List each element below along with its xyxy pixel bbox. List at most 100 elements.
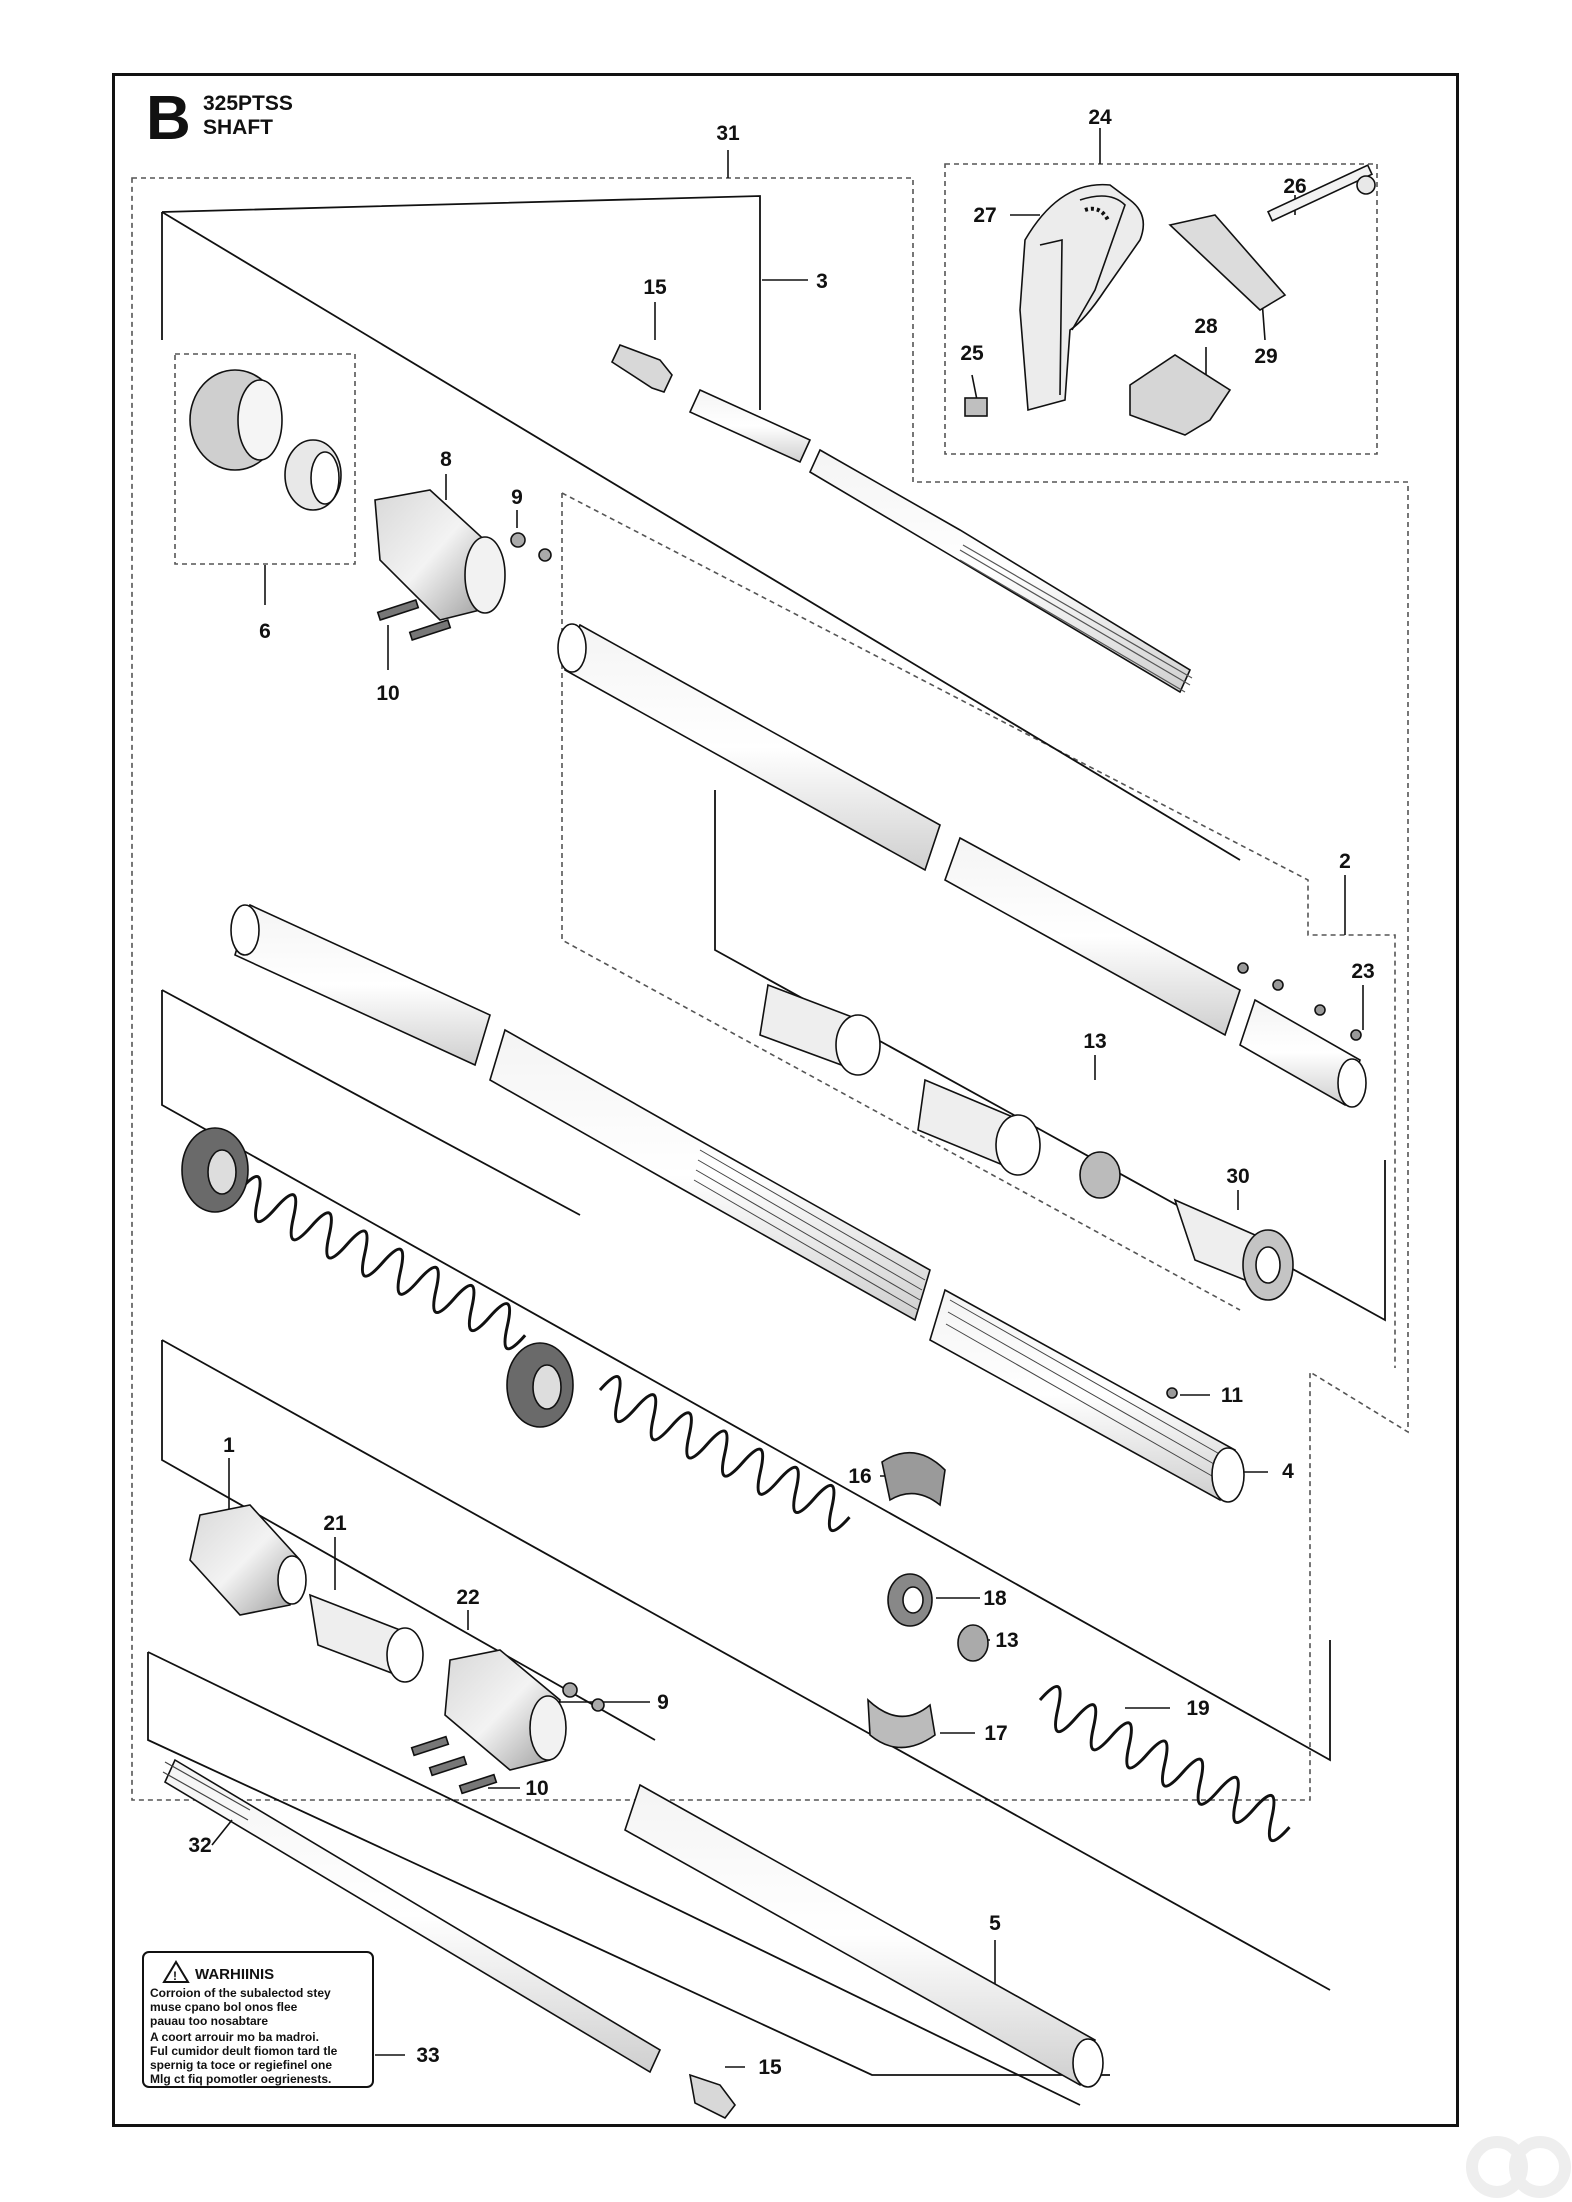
middle-shaft — [557, 623, 1367, 1108]
part-label: 4 — [1282, 1460, 1294, 1483]
section-name: SHAFT — [203, 116, 273, 139]
warning-line: Ful cumidor deult fiomon tard tle — [150, 2044, 338, 2058]
part-labels: 31 24 3 15 27 26 25 28 29 8 9 6 10 2 23 … — [188, 106, 1374, 2079]
clamp-half-16 — [881, 1451, 946, 1507]
screw-10a — [376, 599, 420, 621]
part-label: 10 — [376, 682, 399, 705]
shaft-bushings — [759, 983, 1294, 1301]
part-label: 13 — [995, 1629, 1018, 1652]
leader-32 — [211, 1819, 233, 1846]
part-label: 26 — [1283, 175, 1306, 198]
screw-10c — [410, 1735, 450, 1757]
part-label: 1 — [223, 1434, 235, 1457]
handle-grip-texture — [1084, 206, 1110, 222]
warning-line: A coort arrouir mo ba madroi. — [150, 2030, 319, 2044]
part-label: 30 — [1226, 1165, 1249, 1188]
wedge-part — [1168, 214, 1287, 311]
warning-line: spernig ta toce or regiefinel one — [150, 2058, 333, 2072]
part-label: 15 — [758, 2056, 782, 2079]
bolt-15-top — [610, 343, 673, 393]
screw-23d — [1350, 1029, 1362, 1041]
part-label: 21 — [323, 1512, 347, 1535]
springs — [238, 1175, 1291, 1842]
part-label: 13 — [1083, 1030, 1106, 1053]
part-label: 31 — [716, 122, 740, 145]
diagram-frame — [112, 73, 1459, 2127]
part-label: 29 — [1254, 345, 1277, 368]
screw-11 — [1166, 1387, 1178, 1399]
coupling-upper — [189, 369, 552, 641]
part-label: 33 — [416, 2044, 439, 2067]
warning-title: WARHIINIS — [195, 1966, 275, 1983]
screw-23a — [1237, 962, 1249, 974]
group-31-outline — [131, 177, 1409, 1801]
shaft-1-outline — [161, 1340, 656, 1741]
pin-part — [1266, 164, 1374, 222]
bearing-13-upper — [1079, 1151, 1121, 1199]
part-label: 22 — [456, 1586, 479, 1609]
part-label: 32 — [188, 1834, 211, 1857]
part-label: 16 — [848, 1465, 871, 1488]
spring-middle — [598, 1375, 851, 1532]
part-label: 19 — [1186, 1697, 1209, 1720]
screw-10d — [428, 1755, 468, 1777]
group-6-outline — [174, 353, 356, 565]
handle-body — [1019, 183, 1145, 412]
part-label: 10 — [525, 1777, 548, 1800]
bolt-15-bottom — [688, 2073, 737, 2120]
lower-shaft — [162, 1758, 1104, 2120]
part-label: 2 — [1339, 850, 1351, 873]
watermark-logo-icon — [1466, 2136, 1571, 2198]
part-label: 6 — [259, 620, 271, 643]
part-label: 8 — [440, 448, 452, 471]
screw-10b — [408, 619, 452, 641]
screw-23b — [1272, 979, 1284, 991]
nut-9c — [562, 1682, 578, 1698]
model-number: 325PTSS — [203, 92, 293, 115]
nut-9a — [510, 532, 526, 548]
shaft-5-outline — [147, 1652, 1110, 2076]
spring-upper — [238, 1175, 527, 1351]
tube-3-outline — [161, 195, 761, 410]
part-label: 27 — [973, 204, 996, 227]
part-label: 24 — [1088, 106, 1112, 129]
clamp-half-17 — [867, 1698, 936, 1749]
upper-tube — [610, 343, 1193, 694]
part-label: 9 — [657, 1691, 669, 1714]
assembly-outlines — [147, 195, 1386, 2106]
section-letter: B — [146, 84, 191, 153]
part-label: 18 — [983, 1587, 1007, 1610]
part-label: 23 — [1351, 960, 1374, 983]
dampers — [181, 1127, 574, 1428]
nut-9d — [591, 1698, 605, 1712]
shaft-2-outline — [714, 790, 1386, 1322]
warning-line: muse cpano bol onos flee — [150, 2000, 298, 2014]
part-label: 17 — [984, 1722, 1007, 1745]
spring-19 — [1038, 1685, 1291, 1842]
screw-23c — [1314, 1004, 1326, 1016]
warning-triangle-icon — [162, 1960, 190, 1983]
part-label: 28 — [1194, 315, 1218, 338]
warning-line: Mlg ct fiq pomotler oegrienests. — [150, 2072, 332, 2086]
warning-label: ! — [142, 1951, 374, 2088]
bearing-13-lower — [957, 1624, 989, 1662]
part-label: 25 — [960, 342, 984, 365]
part-label: 3 — [816, 270, 828, 293]
nut-9b — [538, 548, 552, 562]
part-label: 5 — [989, 1912, 1001, 1935]
part-label: 11 — [1221, 1384, 1244, 1407]
lower-clamp-parts — [867, 1451, 989, 1749]
shaft-4-outline — [161, 990, 1331, 1762]
part-label: 9 — [511, 486, 523, 509]
warning-line: pauau too nosabtare — [150, 2014, 269, 2028]
part-label: 15 — [643, 276, 667, 299]
warning-line: Corroion of the subalectod stey — [150, 1986, 331, 2000]
svg-text:!: ! — [173, 1969, 177, 1983]
nut-part — [964, 397, 988, 417]
clamp-part — [1129, 354, 1232, 436]
drive-shaft-tube — [230, 903, 1245, 1503]
group-24-outline — [944, 163, 1378, 455]
screw-10e — [458, 1773, 498, 1795]
coupling-lower — [189, 1504, 605, 1795]
